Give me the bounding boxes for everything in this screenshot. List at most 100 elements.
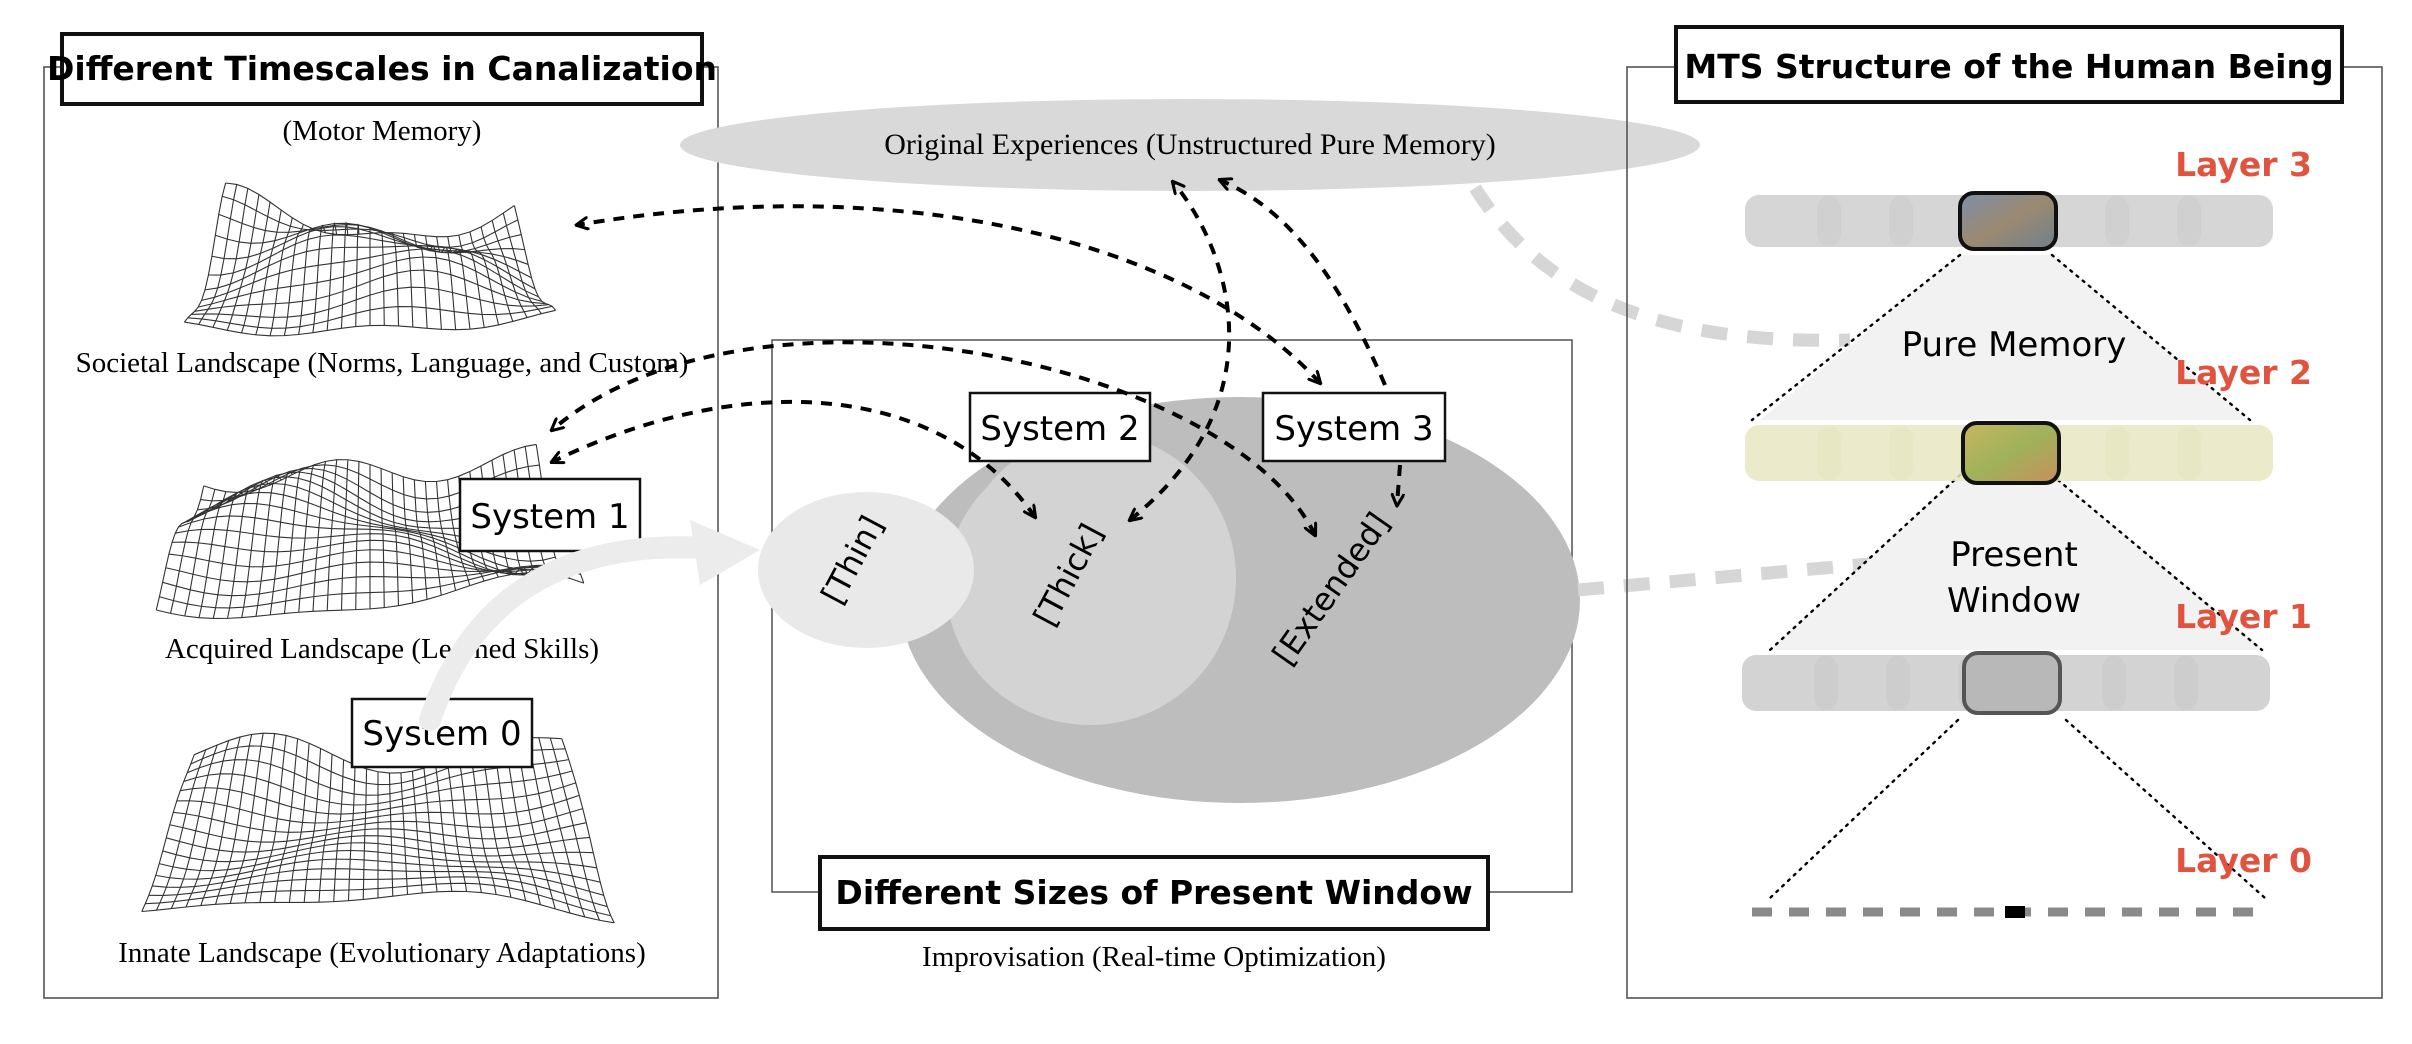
mesh-line [411,771,423,894]
layer3-strip [1745,191,2273,251]
mesh-line [513,205,557,311]
mesh-line [255,474,282,617]
mesh-line [333,759,345,902]
mesh-line [288,743,310,903]
arrow-thick-to-original [1130,182,1232,520]
mesh-line [561,738,615,924]
layer3-label: Layer 3 [2175,145,2312,184]
original-experiences-ellipse [680,99,1700,191]
memory-frame [1745,195,1841,247]
mesh-line [318,754,333,903]
mesh-line [447,236,471,330]
mesh-line [212,491,249,619]
innate-landscape-caption: Innate Landscape (Evolutionary Adaptatio… [118,937,645,969]
mesh-line [200,736,241,906]
mesh-line [185,740,230,908]
mesh-line [391,232,400,326]
mesh-line [424,235,442,330]
mesh-line [355,461,360,610]
grey-dashed-connector-middle [1577,556,1881,597]
layer1-label: Layer 1 [2175,597,2312,636]
mesh-line [274,738,299,903]
mesh-line [413,479,428,600]
arrow-system3-to-extended [1397,464,1400,505]
mesh-line [436,236,457,330]
mesh-line [402,233,414,328]
layer0-strip [1752,906,2270,918]
mesh-line [169,489,216,614]
mesh-line [170,744,218,909]
layer2-strip [1745,421,2273,485]
present-window-label-line2: Window [1947,581,2081,621]
left-panel-title-box [60,32,704,106]
current-frame [1958,191,2058,251]
system3-label: System 3 [1274,409,1433,449]
mesh-line [155,485,205,611]
original-experiences-label: Original Experiences (Unstructured Pure … [884,128,1495,161]
triangle-edge [1768,718,1960,900]
mesh-line [198,184,238,325]
mesh-line [269,470,293,615]
mesh-line [380,468,385,608]
mesh-line [312,224,327,333]
present-window-label-line1: Present [1950,535,2078,575]
mesh-line [240,201,271,334]
mesh-line [283,224,304,336]
mesh-line [469,750,497,895]
societal-landscape-mesh [183,182,557,337]
arrow-extended-to-acquired [552,340,1315,535]
mesh-line [340,221,349,329]
pure-memory-label: Pure Memory [1902,325,2127,365]
mesh-line [198,492,238,618]
memory-frame [2177,425,2273,481]
mesh-line [255,209,282,336]
mesh-line [402,476,414,603]
left-panel: Different Timescales in Canalization (Mo… [43,32,719,999]
mesh-line [400,772,409,895]
mesh-line [447,479,471,586]
mesh-line [347,764,356,901]
mesh-line [362,768,368,900]
memory-frame [1817,195,1913,247]
present-window-triangle [1770,475,2265,650]
pure-memory-triangle [1760,255,2248,420]
mesh-line [480,226,514,322]
mesh-line [423,768,438,892]
dashed-arrows [552,180,1400,535]
mesh-line [526,737,571,914]
arrow-thick-to-acquired [552,399,1035,517]
arrow-system3-to-societal [577,204,1320,383]
system0-label: System 0 [362,714,521,754]
layer2-label: Layer 2 [2175,353,2312,392]
layer1-strip [1742,651,2270,715]
thick-window-ellipse-body [946,445,1234,725]
mesh-line [229,733,264,904]
layer0-label: Layer 0 [2175,841,2312,880]
grey-dashed-connector-top [1469,184,1851,347]
left-panel-title: Different Timescales in Canalization [47,49,717,88]
center-panel-title-box [818,855,1490,931]
mesh-line [515,738,556,910]
mesh-line [457,754,482,893]
mesh-line [340,459,349,611]
mesh-line [491,220,528,318]
mesh-line [326,459,338,611]
mesh-line [424,481,442,596]
grey-flow-arrow-left [419,536,716,731]
mesh-line [355,223,360,327]
mesh-line [380,229,385,326]
mesh-line [492,742,527,901]
motor-memory-label: (Motor Memory) [283,115,482,147]
mesh-line [435,481,457,591]
mesh-line [183,182,227,323]
memory-frame [2174,655,2270,711]
mesh-line [244,733,276,903]
center-panel-title: Different Sizes of Present Window [835,873,1472,912]
mesh-line [156,749,207,911]
mesh-line [212,188,249,328]
societal-landscape-caption: Societal Landscape (Norms, Language, and… [76,347,689,379]
mesh-line [226,485,260,619]
grey-flow-arrowhead-left [690,520,760,585]
acquired-landscape-caption: Acquired Landscape (Learned Skills) [165,633,599,665]
